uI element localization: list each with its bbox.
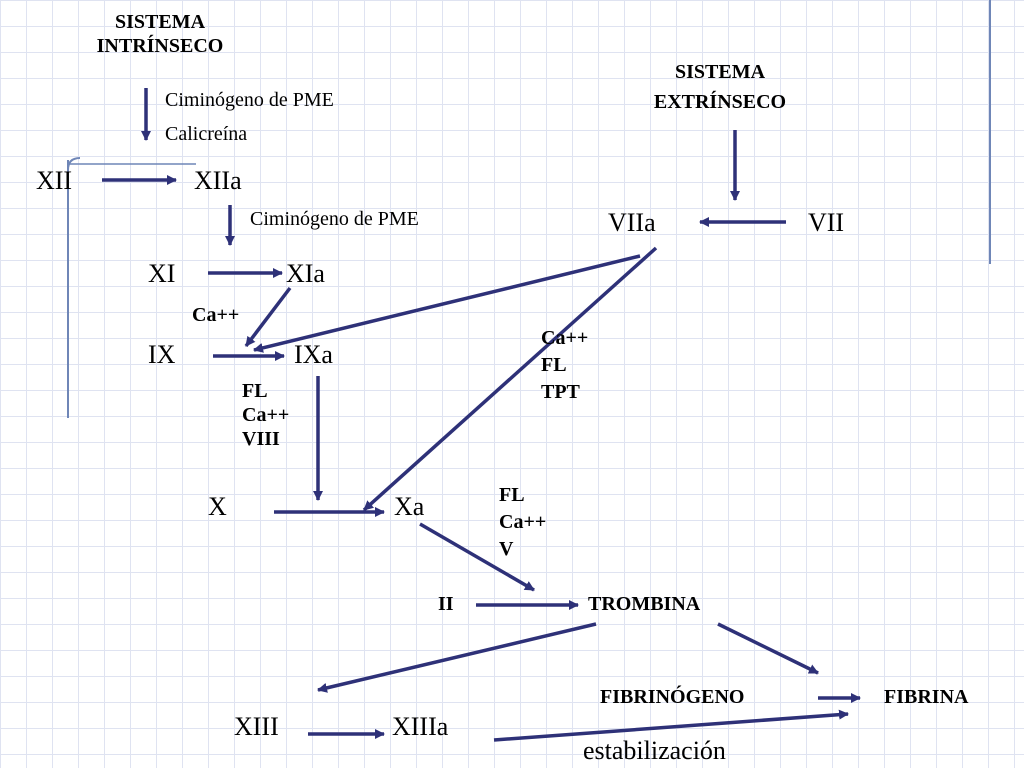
- arrow-xiiia-fibrina: [493, 709, 849, 742]
- factor-xiiia: XIIIa: [392, 712, 449, 741]
- factor-ixa: IXa: [294, 340, 333, 369]
- factor-xia: XIa: [286, 259, 325, 288]
- intrinsic-title-line2: INTRÍNSECO: [96, 35, 224, 57]
- factor-vii: VII: [808, 208, 845, 237]
- extrinsic-ca: Ca++: [541, 327, 589, 349]
- cofactor-calicreina: Calicreína: [165, 123, 248, 145]
- estabilizacion-label: estabilización: [583, 736, 726, 765]
- arrow-viia-xa: [362, 246, 658, 512]
- prothrombinase-fl: FL: [499, 484, 525, 506]
- cofactor-ciminogeno-1: Ciminógeno de PME: [165, 89, 334, 111]
- intrinsic-title: SISTEMA INTRÍNSECO: [70, 12, 250, 56]
- tenase-fl: FL: [242, 380, 268, 402]
- extrinsic-title: SISTEMA EXTRÍNSECO: [620, 62, 820, 112]
- extrinsic-title-line1: SISTEMA: [674, 61, 766, 83]
- factor-xiii: XIII: [234, 712, 279, 741]
- prothrombinase-v: V: [499, 538, 514, 560]
- factor-xiia: XIIa: [194, 166, 242, 195]
- prothrombinase-cofactors: FL Ca++ V: [499, 482, 546, 563]
- factor-trombina: TROMBINA: [588, 593, 701, 615]
- arrow-xa-trombina: [419, 522, 535, 592]
- factor-xi: XI: [148, 259, 176, 288]
- arrow-xia-ixa: [244, 286, 292, 348]
- arrow-trombina-fibrinogeno: [717, 622, 819, 675]
- tenase-ca: Ca++: [242, 404, 290, 426]
- factor-ii: II: [438, 593, 454, 615]
- arrow-viia-ix: [253, 254, 641, 353]
- factor-ix: IX: [148, 340, 176, 369]
- arrow-trombina-xiii: [317, 622, 597, 693]
- extrinsic-cofactors: Ca++ FL TPT: [541, 325, 588, 406]
- tenase-cofactors: FL Ca++ VIII: [242, 379, 289, 451]
- factor-x: X: [208, 492, 227, 521]
- factor-fibrinogeno: FIBRINÓGENO: [600, 686, 745, 708]
- factor-fibrina: FIBRINA: [884, 686, 969, 708]
- factor-xa: Xa: [394, 492, 425, 521]
- factor-viia: VIIa: [608, 208, 656, 237]
- cofactor-ca-xi: Ca++: [192, 304, 240, 326]
- extrinsic-title-line2: EXTRÍNSECO: [653, 91, 787, 113]
- left-curve: [67, 157, 81, 171]
- tenase-viii: VIII: [242, 428, 280, 450]
- cofactor-ciminogeno-2: Ciminógeno de PME: [250, 208, 419, 230]
- extrinsic-tpt: TPT: [541, 381, 580, 403]
- intrinsic-title-line1: SISTEMA: [114, 11, 206, 33]
- prothrombinase-ca: Ca++: [499, 511, 547, 533]
- factor-xii: XII: [36, 166, 73, 195]
- extrinsic-fl: FL: [541, 354, 567, 376]
